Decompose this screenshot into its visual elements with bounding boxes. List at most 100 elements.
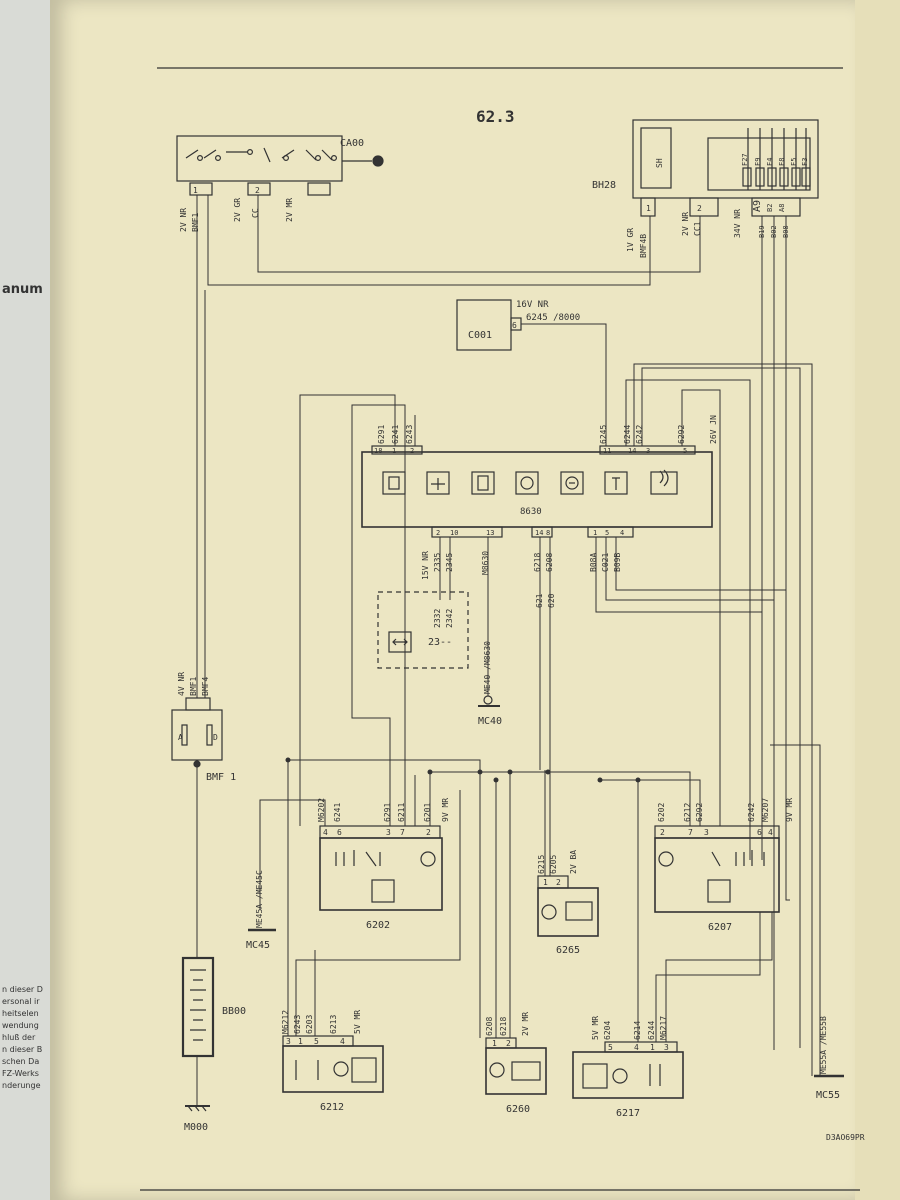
wire-label: M6212 (281, 1010, 290, 1034)
wire-label: 6291 (377, 425, 386, 444)
wire-label: 6242 (747, 803, 756, 822)
pin-label: 2 (436, 529, 440, 537)
wire-label: 6245 (599, 425, 608, 444)
pin-label: 2 (506, 1039, 511, 1048)
motor-6217-label: 6217 (616, 1108, 640, 1119)
bh28-inner: SH (655, 158, 664, 168)
bh28-term: B02 (770, 225, 778, 238)
pin-label: 5 (608, 1043, 613, 1052)
ground-m000-label: M000 (184, 1122, 208, 1133)
wire-label: 6205 (549, 855, 558, 874)
reference-code: D3AO69PR (826, 1133, 865, 1142)
motor-unit-6217 (572, 1041, 684, 1099)
battery-bb00 (181, 956, 215, 1058)
bh28-label: BH28 (592, 180, 616, 191)
motor-unit-6265 (537, 875, 599, 937)
snippet-text: anum (2, 282, 43, 297)
pin-label: 3 (386, 828, 391, 837)
ca00-connector-1 (189, 182, 213, 196)
wire-label: 6218 (499, 1017, 508, 1036)
fuse-label: F8 (778, 158, 786, 166)
pin-label: 1 (543, 878, 548, 887)
snippet-text: n dieser D (2, 985, 43, 994)
pin-label: 7 (400, 828, 405, 837)
instrument-panel-label: 8630 (520, 507, 542, 517)
fuse-label: F27 (741, 153, 749, 166)
fuse-label: F9 (754, 158, 762, 166)
wire-label: 2V NR (681, 212, 690, 236)
pin-label: 5 (314, 1037, 319, 1046)
wire-label: 6292 (695, 803, 704, 822)
pin-label: 4 (634, 1043, 639, 1052)
pin-label: 2 (410, 447, 414, 455)
wire-label: 6291 (383, 803, 392, 822)
bh28-pin-2 (689, 197, 719, 217)
pin-label: 6 (757, 828, 762, 837)
wire-label: CC (251, 208, 260, 218)
arrow-icon (388, 631, 412, 653)
wire-label: ME40 /M8630 (483, 641, 492, 694)
bh28-term: A8 (778, 204, 786, 212)
wire-label: 9V MR (441, 798, 450, 822)
battery-label: BB00 (222, 1006, 246, 1017)
c001-wire: 6245 /8000 (526, 313, 580, 323)
ground-mc40-label: MC40 (478, 716, 502, 727)
pin-label: 4 (768, 828, 773, 837)
wire-label: BMF4 (201, 677, 210, 696)
pin-label: 1 (492, 1039, 497, 1048)
wire-label: ME45A /ME45C (255, 870, 264, 928)
pin-label: 7 (688, 828, 693, 837)
wire-label: 6243 (293, 1015, 302, 1034)
ground-m000-icon (185, 1105, 210, 1112)
fuse-label: F5 (790, 158, 798, 166)
motor-unit-6202 (319, 825, 443, 911)
pin-label: 6 (337, 828, 342, 837)
pin-label: 5 (605, 529, 609, 537)
snippet-text: n dieser B (2, 1045, 43, 1054)
wire-label: 34V NR (733, 209, 742, 238)
snippet-text: FZ-Werks (2, 1069, 39, 1078)
wire-label: 6244 (623, 425, 632, 444)
wire-label: 2V MR (285, 198, 294, 222)
ground-mc45-label: MC45 (246, 940, 270, 951)
bmf1-label: BMF 1 (206, 772, 236, 783)
pin-label: 10 (450, 529, 458, 537)
c001-label: C001 (468, 330, 492, 341)
pin-label: 3 (286, 1037, 291, 1046)
bmf1-pin-d: D (213, 733, 218, 742)
ca00-connector-3 (307, 182, 331, 196)
wire-label: 6292 (677, 425, 686, 444)
wire-label: 6218 (533, 553, 542, 572)
wire-label: 6201 (423, 803, 432, 822)
pin-label: 3 (704, 828, 709, 837)
wire-label: M6207 (761, 798, 770, 822)
wire-label: 621 (535, 593, 544, 608)
bh28-term: B08 (782, 225, 790, 238)
next-page-edge (855, 0, 900, 1200)
wire-label: 26V JN (709, 415, 718, 444)
wire-label: 6243 (405, 425, 414, 444)
wire-label: 5V MR (353, 1010, 362, 1034)
pin-label: 11 (603, 447, 611, 455)
wire-label: B09B (613, 553, 622, 572)
pin-label: 14 (628, 447, 636, 455)
wire-label: 2345 (445, 553, 454, 572)
wires (196, 195, 821, 1106)
pin-label: 14 (535, 529, 543, 537)
module-23-label: 23-- (428, 637, 452, 648)
motor-6260-label: 6260 (506, 1104, 530, 1115)
pin-label: 4 (323, 828, 328, 837)
wire-label: 6204 (603, 1021, 612, 1040)
pin-label: 2 (255, 186, 260, 195)
wire-label: BMF4B (639, 234, 648, 258)
wire-label: 6241 (391, 425, 400, 444)
bh28-pin-1 (640, 197, 656, 217)
wire-label: 6215 (537, 855, 546, 874)
bmf1-pin-a: A (178, 733, 183, 742)
wire-label: BMF1 (191, 213, 200, 232)
wire-label: 15V NR (421, 551, 430, 580)
fuse-label: F3 (801, 158, 809, 166)
pin-label: 1 (593, 529, 597, 537)
key-icon (342, 155, 384, 167)
